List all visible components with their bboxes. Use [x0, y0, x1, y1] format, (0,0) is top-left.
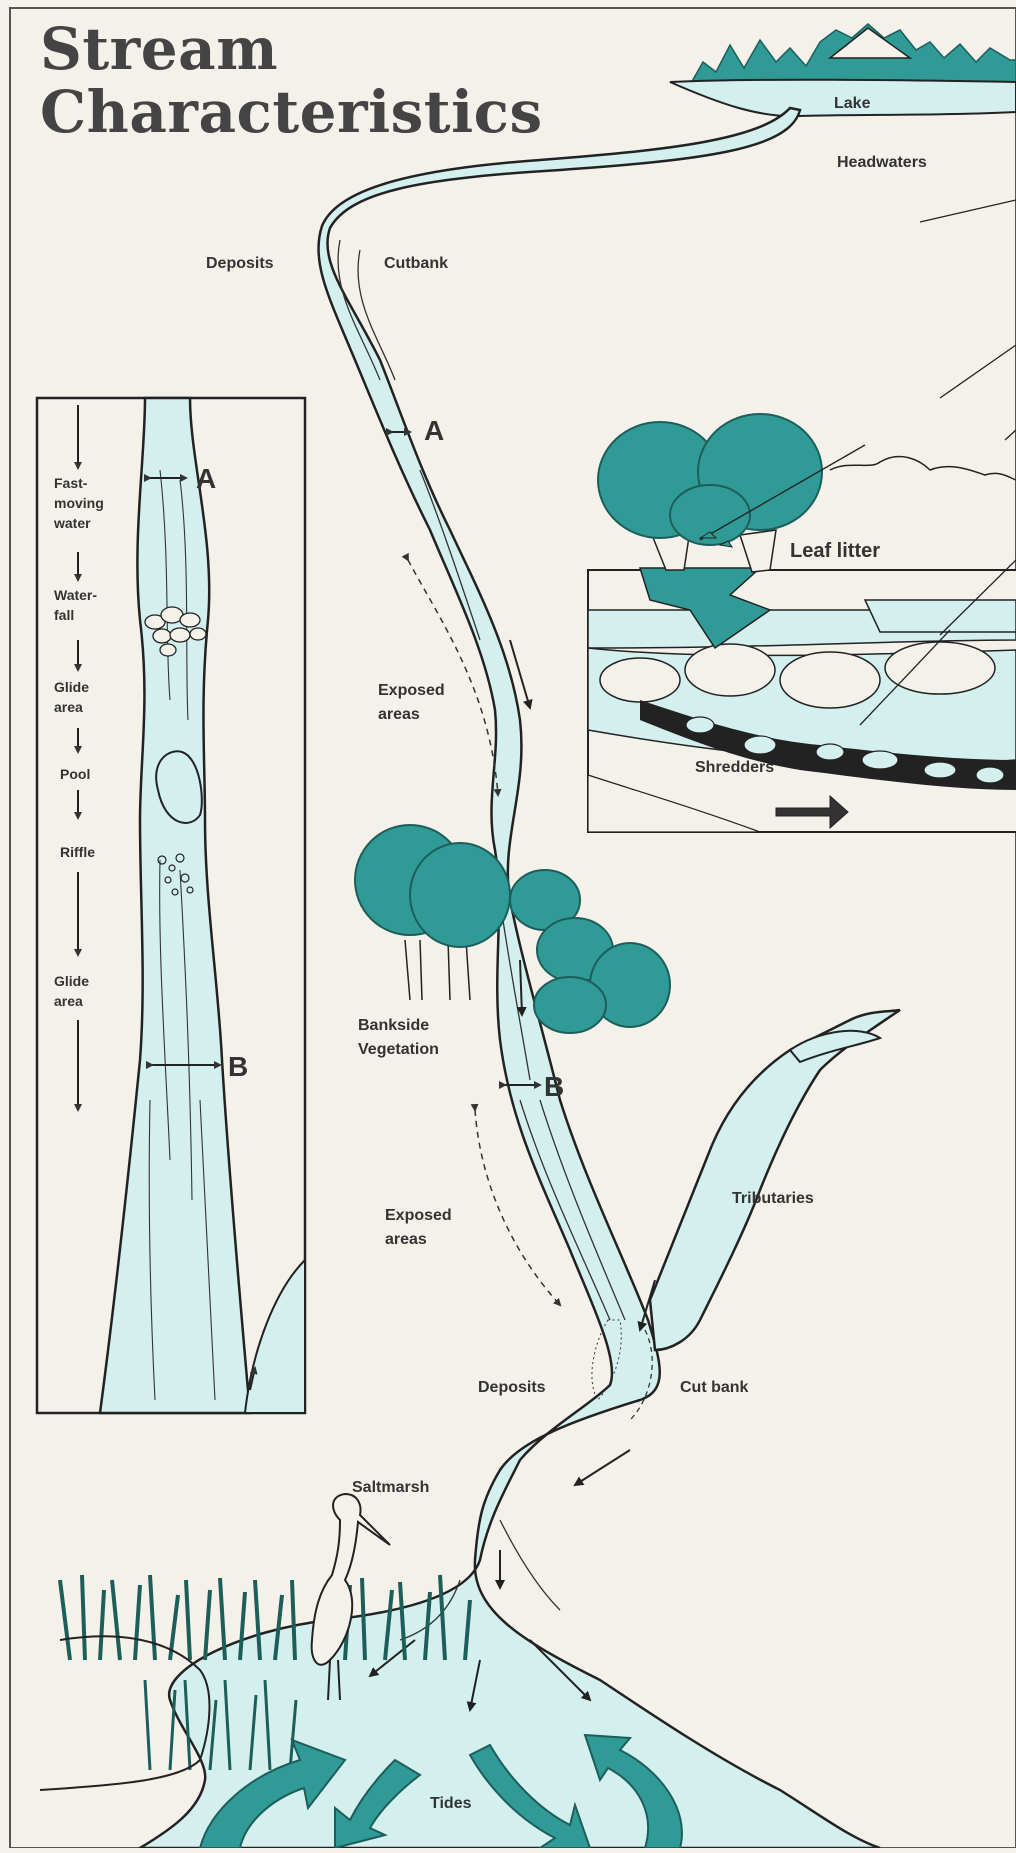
- label-exposed-upper-2: areas: [378, 706, 420, 723]
- label-shredders: Shredders: [695, 759, 774, 776]
- label-cut-bank-lower: Cut bank: [680, 1379, 749, 1396]
- inset-waterfall-1: Water-: [54, 587, 97, 603]
- label-exposed-lower-1: Exposed: [385, 1207, 452, 1224]
- inset-fast-3: water: [53, 515, 91, 531]
- label-width-a-main: A: [424, 415, 444, 446]
- stream-profile-inset: [37, 398, 305, 1413]
- label-width-b-main: B: [544, 1071, 564, 1102]
- label-bankside-1: Bankside: [358, 1017, 429, 1034]
- leaf-litter-inset: [588, 560, 1016, 832]
- inset-glide1-2: area: [54, 699, 83, 715]
- inset-pool: Pool: [60, 766, 90, 782]
- label-tides: Tides: [430, 1795, 472, 1812]
- label-cutbank-top: Cutbank: [384, 255, 448, 272]
- inset-riffle: Riffle: [60, 844, 95, 860]
- inset-glide2-2: area: [54, 993, 83, 1009]
- page-title: Stream Characteristics: [40, 18, 543, 143]
- inset-fast-1: Fast-: [54, 475, 88, 491]
- label-exposed-lower-2: areas: [385, 1231, 427, 1248]
- label-bankside-2: Vegetation: [358, 1041, 439, 1058]
- label-leaf-litter: Leaf litter: [790, 540, 880, 562]
- headwaters-leaders: [920, 200, 1016, 440]
- inset-width-b: B: [228, 1051, 248, 1082]
- label-deposits-lower: Deposits: [478, 1379, 546, 1396]
- cloud-outline: [830, 457, 1016, 480]
- label-tributaries: Tributaries: [732, 1190, 814, 1207]
- inset-fast-2: moving: [54, 495, 104, 511]
- title-line-1: Stream: [40, 18, 543, 81]
- inset-glide1-1: Glide: [54, 679, 89, 695]
- title-line-2: Characteristics: [40, 81, 543, 144]
- label-lake: Lake: [834, 95, 871, 112]
- inset-glide2-1: Glide: [54, 973, 89, 989]
- tributary-river: [650, 1010, 900, 1350]
- label-deposits-top: Deposits: [206, 255, 274, 272]
- inset-waterfall-2: fall: [54, 607, 74, 623]
- label-exposed-upper-1: Exposed: [378, 682, 445, 699]
- label-saltmarsh: Saltmarsh: [352, 1479, 429, 1496]
- inset-width-a: A: [196, 463, 216, 494]
- label-headwaters: Headwaters: [837, 154, 927, 171]
